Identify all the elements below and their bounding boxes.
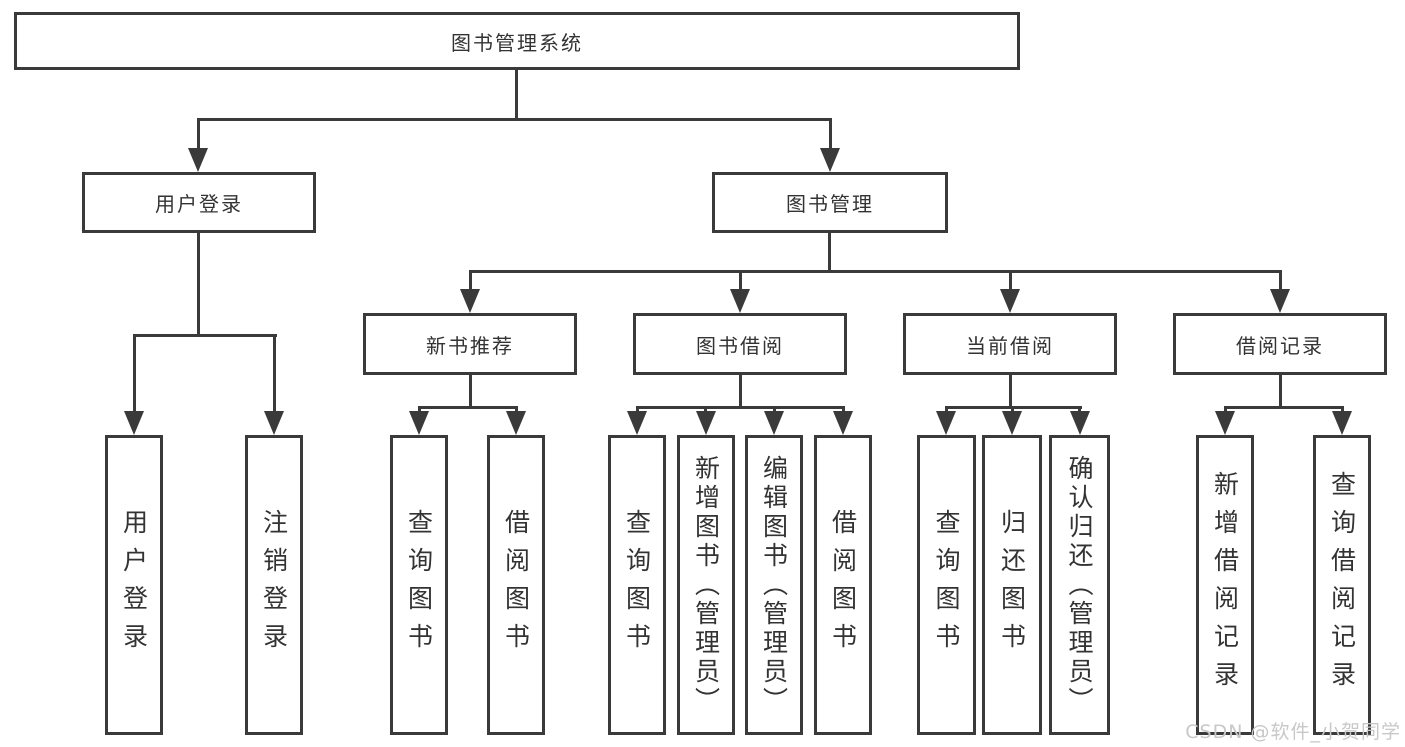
watermark: CSDN @软件_小贺同学 <box>1185 721 1401 743</box>
node-label: 新书推荐 <box>426 333 514 358</box>
connector-line <box>418 406 518 409</box>
node-user-login-leaf: 用户登录 <box>105 435 163 735</box>
connector-line <box>1279 375 1282 408</box>
node-label: 图书借阅 <box>696 333 784 358</box>
node-borrowing-records: 借阅记录 <box>1173 313 1387 375</box>
node-query-books: 查询图书 <box>390 435 448 735</box>
node-label: 查询图书 <box>932 509 961 661</box>
node-new-book-recommend: 新书推荐 <box>363 313 577 375</box>
arrow-down-icon <box>460 289 480 313</box>
arrow-down-icon <box>1070 411 1090 435</box>
arrow-down-icon <box>1270 289 1290 313</box>
arrow-down-icon <box>1000 289 1020 313</box>
arrow-down-icon <box>188 148 208 172</box>
node-label: 借阅图书 <box>828 509 858 661</box>
node-label: 当前借阅 <box>966 333 1054 358</box>
node-label: 查询借阅记录 <box>1327 471 1357 699</box>
connector-line <box>197 118 200 152</box>
connector-line <box>1341 406 1344 414</box>
connector-line <box>418 406 421 414</box>
node-label: 新增图书（管理员） <box>691 454 721 716</box>
node-label: 归还图书 <box>997 509 1027 661</box>
node-borrow-books: 借阅图书 <box>487 435 545 735</box>
arrow-down-icon <box>124 411 144 435</box>
connector-line <box>515 406 518 414</box>
node-return-books: 归还图书 <box>982 435 1042 735</box>
connector-line <box>133 334 136 413</box>
node-label: 用户登录 <box>119 509 149 661</box>
connector-line <box>197 118 832 121</box>
arrow-down-icon <box>936 411 956 435</box>
node-logout: 注销登录 <box>245 435 303 735</box>
connector-line <box>133 334 277 337</box>
node-label: 用户登录 <box>155 192 243 216</box>
node-label: 新增借阅记录 <box>1210 471 1240 699</box>
connector-line <box>636 406 845 409</box>
connector-line <box>1078 406 1081 414</box>
arrow-down-icon <box>833 411 853 435</box>
connector-line <box>1009 270 1012 291</box>
connector-line <box>1011 406 1014 414</box>
node-confirm-return-admin: 确认归还（管理员） <box>1049 435 1110 735</box>
arrow-down-icon <box>730 289 750 313</box>
node-label: 图书管理 <box>786 192 874 216</box>
node-label: 确认归还（管理员） <box>1065 454 1094 716</box>
arrow-down-icon <box>1215 411 1235 435</box>
arrow-down-icon <box>764 411 784 435</box>
node-query-books: 查询图书 <box>917 435 976 735</box>
connector-line <box>515 70 518 120</box>
connector-line <box>1224 406 1227 414</box>
node-book-borrowing: 图书借阅 <box>633 313 847 375</box>
node-label: 查询图书 <box>404 509 434 661</box>
node-label: 查询图书 <box>622 509 652 661</box>
connector-line <box>469 270 472 291</box>
arrow-down-icon <box>409 411 429 435</box>
connector-line <box>739 270 742 291</box>
connector-line <box>773 406 776 414</box>
node-borrow-books: 借阅图书 <box>814 435 872 735</box>
node-user-login: 用户登录 <box>82 172 316 233</box>
connector-line <box>829 118 832 152</box>
connector-line <box>469 375 472 408</box>
arrow-down-icon <box>506 411 526 435</box>
node-edit-book-admin: 编辑图书（管理员） <box>745 435 803 735</box>
node-label: 借阅图书 <box>501 509 531 661</box>
node-label: 编辑图书（管理员） <box>759 454 789 716</box>
connector-line <box>273 334 276 413</box>
connector-line <box>1224 406 1344 409</box>
node-label: 借阅记录 <box>1236 333 1324 358</box>
node-query-borrow-record: 查询借阅记录 <box>1313 435 1371 735</box>
connector-line <box>197 233 200 336</box>
connector-line <box>842 406 845 414</box>
node-label: 注销登录 <box>259 509 289 661</box>
connector-line <box>739 375 742 408</box>
connector-line <box>945 406 948 414</box>
connector-line <box>469 270 1282 273</box>
node-current-borrowing: 当前借阅 <box>903 313 1117 375</box>
node-add-borrow-record: 新增借阅记录 <box>1196 435 1254 735</box>
arrow-down-icon <box>627 411 647 435</box>
connector-line <box>1009 375 1012 408</box>
node-query-books: 查询图书 <box>608 435 666 735</box>
connector-line <box>828 233 831 272</box>
connector-line <box>704 406 707 414</box>
node-add-book-admin: 新增图书（管理员） <box>677 435 735 735</box>
arrow-down-icon <box>696 411 716 435</box>
node-library-management-system: 图书管理系统 <box>14 12 1020 70</box>
connector-line <box>1279 270 1282 291</box>
connector-line <box>636 406 639 414</box>
arrow-down-icon <box>820 148 840 172</box>
node-label: 图书管理系统 <box>451 30 583 55</box>
arrow-down-icon <box>264 411 284 435</box>
arrow-down-icon <box>1002 411 1022 435</box>
node-book-management: 图书管理 <box>712 172 948 233</box>
arrow-down-icon <box>1332 411 1352 435</box>
